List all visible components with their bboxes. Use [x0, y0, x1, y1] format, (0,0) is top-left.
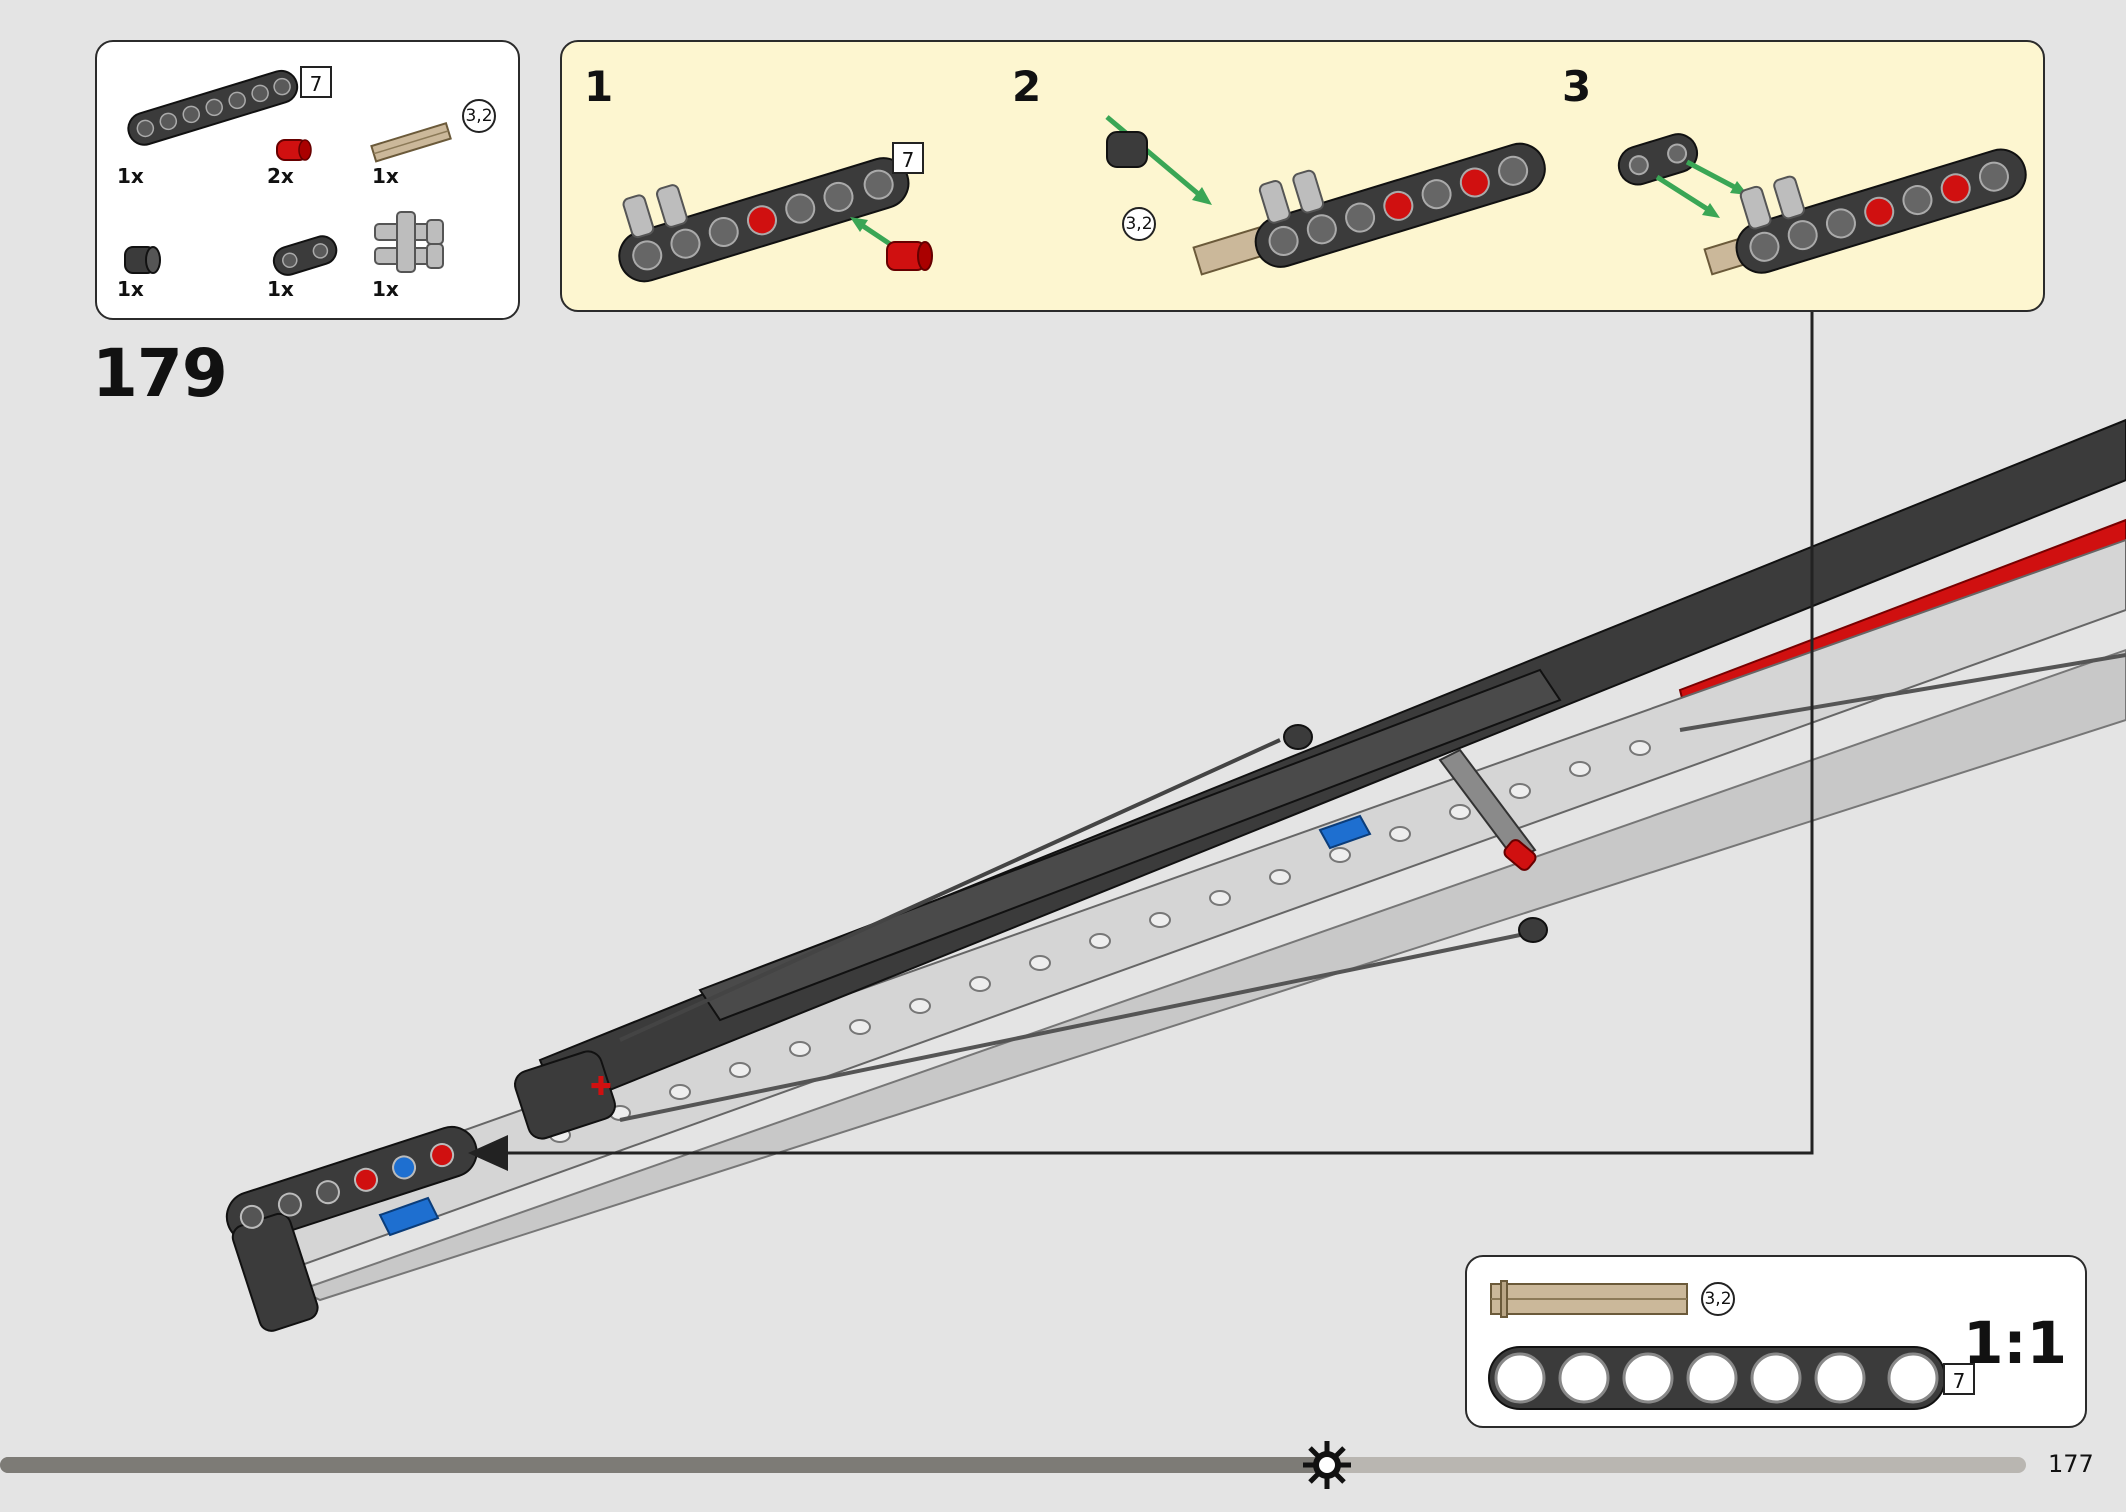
bush-qty: 1x	[117, 277, 144, 301]
scale-axle-length-circle: 3,2	[1701, 1282, 1735, 1316]
connector-qty: 1x	[372, 277, 399, 301]
parts-list-panel: 7 1x 2x 3,2 1x 1x 1x	[95, 40, 520, 320]
sub-step-2-illustration	[1105, 115, 1546, 276]
sub-step-2-number: 2	[1012, 62, 1042, 111]
tan-axle-part-icon	[370, 121, 452, 163]
red-pin-qty: 2x	[267, 164, 294, 188]
sub-step-1-illustration	[618, 157, 933, 283]
beam-7-part-icon	[127, 69, 299, 146]
sub-step-3-illustration	[1617, 133, 2027, 276]
progress-bar	[0, 1457, 2026, 1473]
sub-step-3-number: 3	[1562, 62, 1592, 111]
bush-part-icon	[124, 246, 161, 274]
scale-label: 1:1	[1963, 1309, 2067, 1377]
scale-check-panel: 3,2 7 1:1	[1465, 1255, 2087, 1428]
beam-2-part-icon	[272, 235, 338, 276]
sub-step-1-length-box: 7	[892, 142, 924, 174]
beam-2-qty: 1x	[267, 277, 294, 301]
scale-axle-icon	[1490, 1280, 1688, 1318]
sub-step-2-length-circle: 3,2	[1122, 207, 1156, 241]
beam-7-qty: 1x	[117, 164, 144, 188]
gear-icon	[1303, 1441, 1351, 1489]
scale-beam-length-box: 7	[1943, 1363, 1975, 1395]
scale-beam-icon	[1488, 1346, 1946, 1410]
sub-steps-panel: 1 7 2	[560, 40, 2045, 312]
beam-7-length-box: 7	[300, 66, 332, 98]
sub-step-1-number: 1	[584, 62, 614, 111]
tan-axle-qty: 1x	[372, 164, 399, 188]
connector-part-icon	[374, 211, 444, 273]
page-number: 177	[2048, 1450, 2094, 1478]
step-number: 179	[92, 335, 228, 412]
red-cross-axle-mark: ✚	[590, 1072, 612, 1102]
red-pin-part-icon	[276, 139, 312, 161]
progress-fill	[0, 1457, 1325, 1473]
callout-arrow-icon	[468, 1135, 508, 1171]
tan-axle-length-circle: 3,2	[462, 99, 496, 133]
